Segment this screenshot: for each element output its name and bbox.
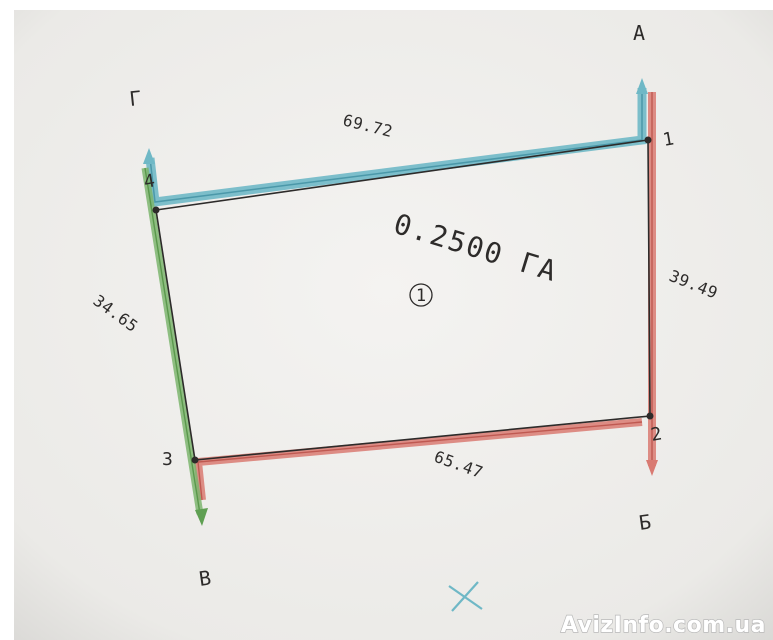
arrow-head-b — [646, 460, 658, 476]
watermark-text: AvizInfo.com.ua — [561, 613, 766, 638]
corner-letter-a: А — [633, 21, 645, 45]
corner-letter-g: Г — [128, 86, 142, 111]
vertex-3-dot — [191, 456, 199, 464]
vertex-4-dot — [152, 206, 160, 214]
boundary-red-a-b-v — [193, 92, 658, 501]
vertex-2-dot — [646, 412, 654, 420]
arrow-head-a — [636, 78, 648, 94]
cross-mark — [448, 581, 483, 612]
arrow-head-v — [195, 508, 208, 526]
parcel-number: 1 — [416, 286, 426, 306]
vertex-number-1: 1 — [661, 128, 675, 151]
parcel-number-marker: 1 — [409, 283, 433, 307]
boundary-green-g-v — [141, 167, 208, 526]
vertex-number-4: 4 — [142, 170, 156, 193]
boundary-blue-a-g — [143, 78, 648, 208]
corner-letter-v: В — [197, 566, 212, 591]
photo-border-top — [0, 0, 773, 10]
vertex-number-2: 2 — [649, 423, 663, 446]
corner-letter-b: Б — [637, 510, 652, 535]
vertex-1-dot — [644, 136, 652, 144]
arrow-head-g — [143, 148, 155, 164]
vertex-number-3: 3 — [162, 449, 173, 470]
photo-border-left — [0, 0, 14, 640]
